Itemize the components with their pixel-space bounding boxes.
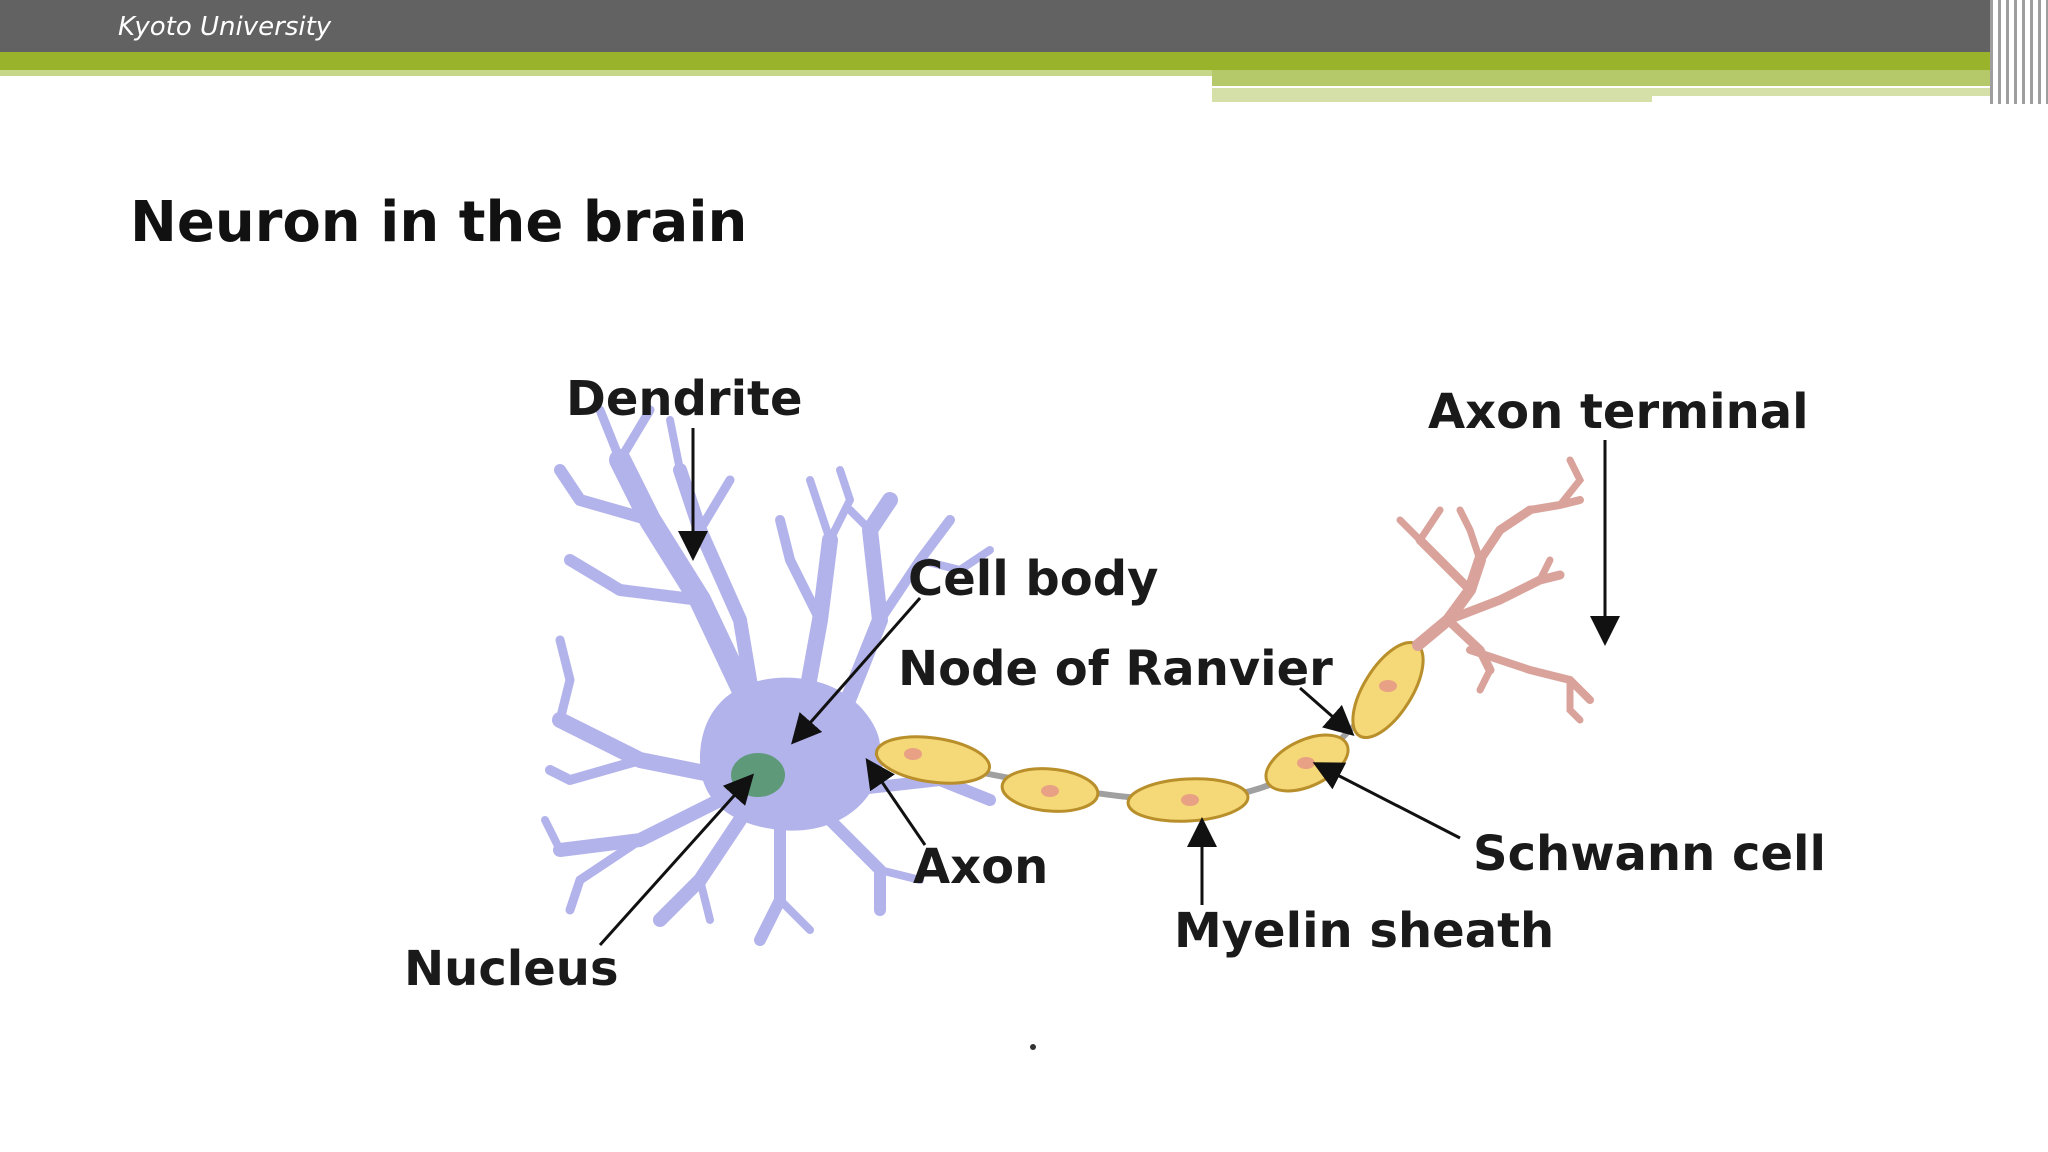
stray-dot	[1030, 1044, 1036, 1050]
dendrites	[541, 405, 996, 946]
pointer-node-of-ranvier	[1299, 686, 1355, 736]
axon-terminal-branches	[1396, 456, 1594, 724]
label-schwann-cell: Schwann cell	[1473, 826, 1826, 882]
cell-body-shape	[700, 677, 900, 831]
organization-label: Kyoto University	[118, 12, 332, 42]
pointer-cell-body	[791, 597, 922, 745]
schwann-nuclei	[904, 680, 1397, 806]
label-node-of-ranvier: Node of Ranvier	[898, 641, 1333, 697]
pointer-nucleus	[598, 773, 755, 947]
accent-band-right	[1212, 70, 2012, 86]
accent-band-right-tail	[1652, 88, 2012, 96]
pointer-schwann-cell	[1312, 762, 1461, 840]
label-axon: Axon	[913, 839, 1048, 895]
slide-title: Neuron in the brain	[130, 190, 748, 255]
pointer-axon	[865, 758, 927, 846]
label-nucleus: Nucleus	[404, 941, 619, 997]
label-dendrite: Dendrite	[566, 371, 803, 427]
accent-band-right-lower	[1212, 88, 1652, 102]
header-bar	[0, 0, 2048, 52]
myelin-segment	[874, 735, 992, 785]
label-axon-terminal: Axon terminal	[1428, 384, 1809, 440]
accent-stripes	[1990, 0, 2048, 104]
pointer-lines	[598, 428, 1620, 947]
accent-band	[0, 52, 2010, 70]
accent-band-thin	[0, 70, 1212, 76]
label-myelin-sheath: Myelin sheath	[1174, 903, 1554, 959]
label-cell-body: Cell body	[908, 551, 1158, 607]
